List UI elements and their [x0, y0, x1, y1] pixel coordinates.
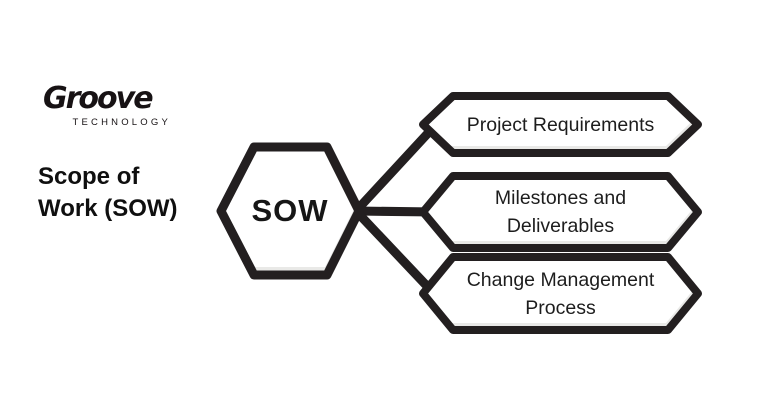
node-label-project-requirements: Project Requirements	[466, 113, 655, 136]
diagram-title-line-1: Scope of	[38, 163, 140, 190]
brand-logo-subtitle: TECHNOLOGY	[72, 117, 171, 128]
diagram-title-line-2: Work (SOW)	[38, 195, 178, 222]
connector-line-bottom	[351, 206, 439, 298]
brand-logo: Groove TECHNOLOGY	[43, 81, 171, 129]
brand-logo-wordmark: Groove	[43, 81, 154, 116]
center-node-hexagon	[216, 142, 364, 280]
center-node-label: SOW	[251, 193, 329, 228]
connector-line-top	[351, 120, 441, 216]
diagram-title: Scope of Work (SOW)	[38, 161, 178, 225]
node-label-change-management: Change Management Process	[466, 268, 655, 319]
node-shape-project-requirements	[419, 92, 702, 157]
node-shape-milestones-deliverables	[419, 172, 702, 252]
node-label-milestones-deliverables: Milestones and Deliverables	[494, 187, 627, 237]
node-shape-change-management	[419, 253, 702, 334]
